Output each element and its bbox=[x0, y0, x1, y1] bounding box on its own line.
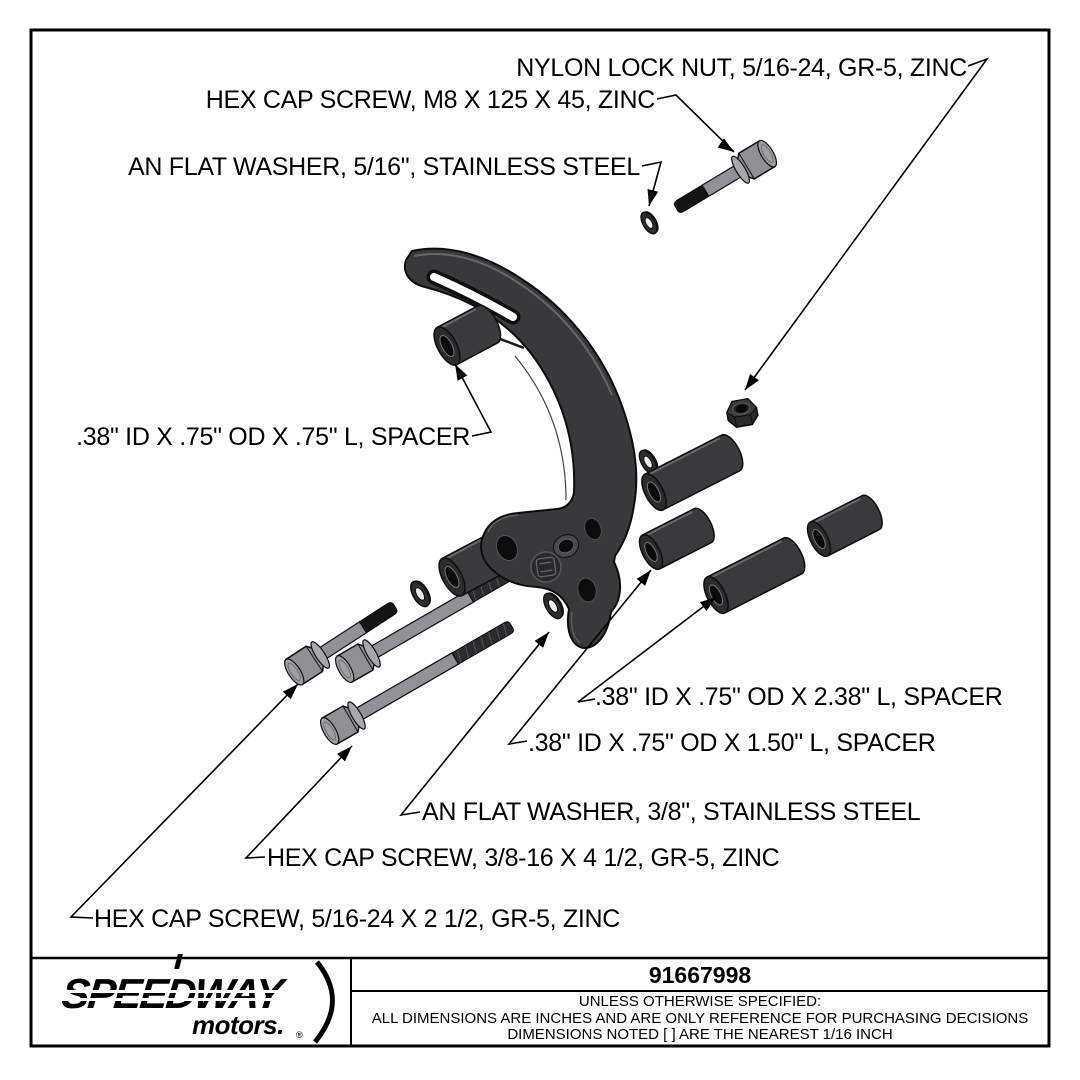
bracket-foot-hole bbox=[577, 577, 597, 603]
registered-trademark-symbol: ® bbox=[296, 1030, 303, 1040]
nylon-lock-nut-part bbox=[726, 397, 759, 428]
bracket-boss-hole bbox=[552, 534, 580, 558]
leader-arrowheads bbox=[282, 138, 759, 762]
callout-spacer-238: .38" ID X .75" OD X 2.38" L, SPACER bbox=[595, 683, 1003, 711]
logo-speed-stripe bbox=[60, 990, 296, 993]
note-line: UNLESS OTHERWISE SPECIFIED: bbox=[578, 993, 822, 1010]
callout-an-flat-washer-38: AN FLAT WASHER, 3/8", STAINLESS STEEL bbox=[422, 798, 921, 826]
an-flat-washer-38-left bbox=[410, 580, 431, 608]
spacer-150-b bbox=[806, 494, 883, 558]
hex-cap-screw-516-bolt bbox=[284, 602, 398, 686]
title-block-notes: UNLESS OTHERWISE SPECIFIED: ALL DIMENSIO… bbox=[351, 993, 1049, 1044]
leader-hex-cap-screw-516 bbox=[69, 683, 299, 919]
logo-speed-stripe bbox=[60, 998, 296, 1001]
spacer-238-a bbox=[641, 433, 744, 512]
logo-sub-wordmark: motors. bbox=[192, 1010, 284, 1040]
leader-hex-cap-screw-38 bbox=[244, 745, 353, 859]
leader-an-flat-washer-38 bbox=[399, 631, 550, 817]
logo-paren-swoosh bbox=[313, 960, 335, 1044]
an-flat-washer-516-part bbox=[640, 211, 659, 235]
callout-hex-cap-screw-m8: HEX CAP SCREW, M8 X 125 X 45, ZINC bbox=[205, 86, 656, 114]
spacer-238-d bbox=[703, 536, 806, 615]
callout-spacer-150: .38" ID X .75" OD X 1.50" L, SPACER bbox=[528, 729, 936, 757]
an-flat-washer-38-part bbox=[543, 592, 564, 620]
leader-spacer-238 bbox=[577, 596, 717, 703]
callout-spacer-75: .38" ID X .75" OD X .75" L, SPACER bbox=[76, 423, 470, 451]
hex-cap-screw-m8-bolt bbox=[673, 139, 778, 213]
callout-an-flat-washer-516: AN FLAT WASHER, 5/16", STAINLESS STEEL bbox=[128, 153, 640, 181]
note-line: ALL DIMENSIONS ARE INCHES AND ARE ONLY R… bbox=[371, 1009, 1029, 1027]
title-block-lines bbox=[31, 956, 1049, 1046]
leader-hex-cap-screw-m8 bbox=[656, 94, 735, 153]
callout-nylon-lock-nut: NYLON LOCK NUT, 5/16-24, GR-5, ZINC bbox=[516, 54, 967, 82]
spacer-150-c bbox=[638, 507, 715, 571]
bracket bbox=[404, 247, 638, 649]
leader-lines bbox=[69, 57, 990, 919]
spacer-75-top bbox=[433, 304, 502, 366]
note-line: DIMENSIONS NOTED [ ] ARE THE NEAREST 1/1… bbox=[507, 1026, 893, 1043]
callout-hex-cap-screw-516: HEX CAP SCREW, 5/16-24 X 2 1/2, GR-5, ZI… bbox=[94, 905, 621, 933]
hex-cap-screw-38-bolt-b bbox=[319, 621, 514, 746]
an-flat-washer-mid bbox=[638, 449, 659, 475]
leader-spacer-75 bbox=[454, 363, 493, 437]
bracket-ear-hole bbox=[495, 534, 519, 562]
leader-nylon-lock-nut bbox=[744, 57, 990, 391]
bracket-arm-hole bbox=[584, 517, 602, 541]
callout-hex-cap-screw-38: HEX CAP SCREW, 3/8-16 X 4 1/2, GR-5, ZIN… bbox=[267, 844, 780, 872]
bracket-emblem bbox=[530, 551, 562, 583]
sheet-border bbox=[29, 28, 1051, 1048]
part-number: 91667998 bbox=[648, 962, 752, 988]
leader-spacer-150 bbox=[507, 569, 652, 746]
